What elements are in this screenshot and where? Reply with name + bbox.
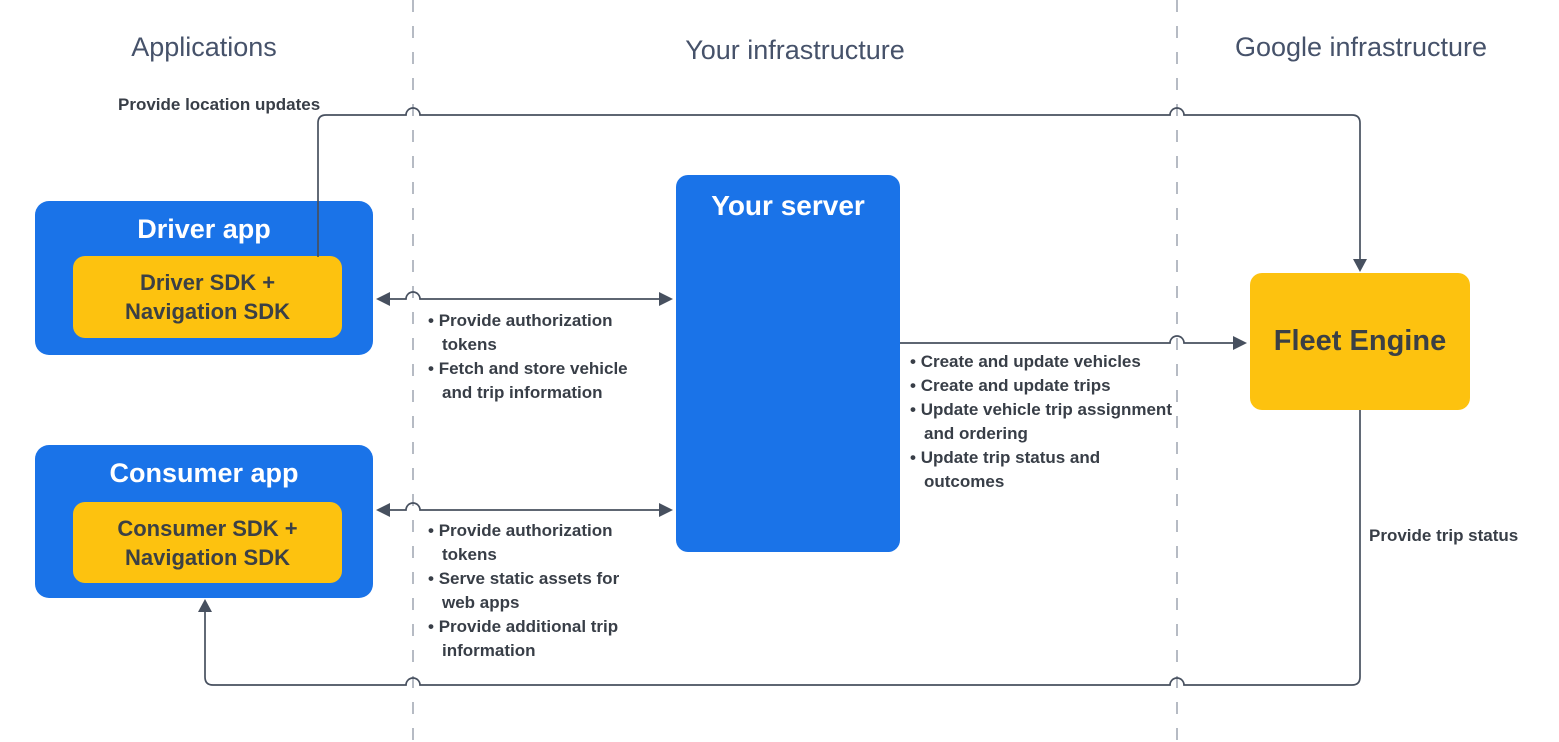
arrowhead-into-your-server-upper [659,292,673,306]
consumer-app-title: Consumer app [109,458,299,488]
your-server-title: Your server [711,190,865,221]
arrowhead-into-your-server-lower [659,503,673,517]
driver-sdk-box: Driver SDK + Navigation SDK [73,256,342,338]
column-header-applications: Applications [131,32,277,62]
bullet-item: Update vehicle trip assignment and order… [910,398,1180,446]
driver-app-box: Driver app Driver SDK + Navigation SDK [35,201,373,355]
edge-server-fleet [900,335,1242,344]
provide-location-updates-label: Provide location updates [118,95,321,114]
bullet-item: Fetch and store vehicle and trip informa… [428,357,653,405]
arrowhead-into-consumer-app-bottom [198,599,212,612]
bullet-item: Provide authorization tokens [428,309,653,357]
edge-consumer-server [380,502,668,511]
provide-trip-status-label: Provide trip status [1369,526,1519,545]
your-server-box: Your server [676,175,900,552]
column-header-your-infrastructure: Your infrastructure [685,35,905,65]
consumer-server-edge-list: Provide authorization tokensServe static… [428,519,633,663]
consumer-app-box: Consumer app Consumer SDK + Navigation S… [35,445,373,598]
fleet-engine-box: Fleet Engine [1250,273,1470,410]
bullet-item: Create and update trips [910,374,1180,398]
arrowhead-into-fleet-engine-top [1353,259,1367,272]
bullet-item: Provide additional trip information [428,615,633,663]
driver-app-title: Driver app [137,214,271,244]
column-header-google-infrastructure: Google infrastructure [1234,32,1488,62]
arrowhead-into-driver-app [376,292,390,306]
edge-driver-server [380,291,668,300]
bullet-item: Provide authorization tokens [428,519,633,567]
arrowhead-into-fleet-engine-left [1233,336,1247,350]
bullet-item: Serve static assets for web apps [428,567,633,615]
server-fleet-edge-list: Create and update vehiclesCreate and upd… [910,350,1180,494]
driver-server-edge-list: Provide authorization tokensFetch and st… [428,309,653,405]
arrowhead-into-consumer-app [376,503,390,517]
consumer-sdk-box: Consumer SDK + Navigation SDK [73,502,342,583]
bullet-item: Create and update vehicles [910,350,1180,374]
bullet-item: Update trip status and outcomes [910,446,1180,494]
